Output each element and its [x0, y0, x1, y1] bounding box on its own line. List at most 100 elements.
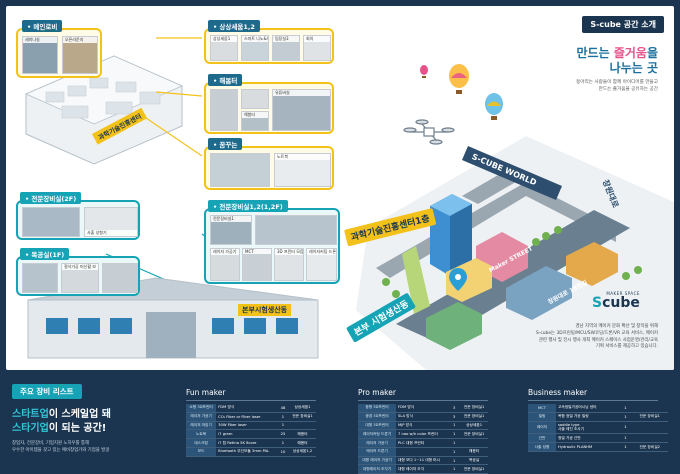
- equipment-spec-cell: PLC 대형 프린터: [396, 438, 449, 448]
- photo-caption: 3D 프린터 모음: [275, 249, 304, 255]
- zone-label-haebomteo: • 해봄터: [208, 74, 243, 86]
- photo-caption: 오픈라운지: [63, 37, 97, 43]
- equipment-count-cell: 1: [448, 456, 461, 466]
- equipment-spec-cell: 정밀 가공 선반: [555, 433, 620, 444]
- equipment-location-cell: 전문 장비실1: [460, 429, 488, 440]
- subtitle: 동아리는 사람들이 함께 아이디어를 만들고 만드는 즐거움을 공유하는 공간: [576, 80, 658, 94]
- equipment-location-cell: 전문 장비실1: [460, 412, 488, 422]
- tree: [622, 272, 630, 280]
- zone-photo: 3D 프린터 모음: [274, 248, 304, 281]
- zone-label-pro-equipment-12: • 전문장비실1,2(1,2F): [208, 200, 288, 212]
- floor-room: [105, 101, 133, 115]
- factory-window: [244, 318, 266, 334]
- hot-air-balloon-icon: [449, 64, 469, 94]
- zone-pro-equipment-12[interactable]: 전문장비실1 레이저 가공기 MCT 3D 프린터 모음 레이저커팅 드론기: [204, 208, 340, 284]
- slogan-subtitle: 창업자, 전문장비, 기업지원 노하우를 통해 우수한 아이템을 갖고 있는 예…: [12, 440, 109, 454]
- zone-photo: [210, 89, 238, 131]
- equipment-spec-cell: 7 nao w/h color 프린터: [396, 429, 449, 440]
- photo-caption: 팀장실3: [273, 36, 299, 42]
- location-pin-dot: [455, 274, 461, 280]
- factory-window: [78, 318, 100, 334]
- zone-photo: [22, 263, 58, 293]
- equipment-count-cell: 1: [448, 421, 461, 431]
- equipment-count-cell: 1: [276, 412, 289, 422]
- equipment-location-cell: 전문 장비실1: [288, 412, 316, 422]
- zone-woodshop[interactable]: 절삭가공 머신활 보: [16, 256, 140, 296]
- headline: 만드는 즐거움을 나누는 곳: [577, 46, 658, 76]
- factory-window: [276, 318, 298, 334]
- factory-entrance: [146, 312, 196, 358]
- equipment-location-cell: 전문 장비실1: [631, 412, 668, 422]
- photo-caption: 레이저 가공기: [211, 249, 239, 255]
- photo-caption: 사출 성형기: [85, 230, 137, 236]
- zone-photo: 오픈라운지: [62, 36, 98, 74]
- equipment-spec-cell: Bluetooth 무선모듈 3mm PAL: [216, 447, 277, 457]
- equipment-location-cell: 전문 장비실1: [460, 464, 488, 474]
- zone-photo: 스마트 나노&이: [241, 35, 269, 61]
- equipment-count-cell: 1: [448, 429, 461, 440]
- headline-text: 을: [646, 46, 658, 60]
- description: 경남 지역의 메이커 문화 확산 및 창작을 위해 S-cube는 3D프린팅/…: [458, 324, 658, 351]
- photo-caption: 세미나실: [23, 37, 57, 43]
- equipment-location-cell: 전문 장비실2: [631, 442, 668, 452]
- connector-line: [145, 117, 203, 157]
- equipment-name-cell: 보드: [186, 447, 217, 457]
- zone-pro-equipment-2f[interactable]: 사출 성형기: [16, 200, 140, 240]
- slogan-text: 이 되는 공간!: [48, 422, 107, 434]
- equipment-spec-cell: Hydraulic PLANHM: [555, 442, 620, 452]
- zone-imagination[interactable]: 상상세움1 스마트 나노&이 팀장실3 회의: [204, 28, 334, 64]
- business-maker-title: Business maker: [528, 388, 658, 401]
- equipment-name-cell: 데스크탑: [186, 438, 217, 448]
- logo-word: cube: [602, 295, 640, 311]
- description-line: 경남 지역의 메이커 문화 확산 및 창작을 위해: [575, 324, 658, 329]
- factory-window: [110, 318, 132, 334]
- zone-photo: [241, 89, 269, 109]
- zone-main-lobby[interactable]: 세미나실 오픈라운지: [16, 28, 102, 78]
- headline-highlight: 즐거움: [613, 46, 647, 60]
- equipment-spec-cell: SLA 방식: [396, 412, 449, 422]
- zone-photo: 유튜버실: [272, 89, 331, 131]
- equipment-spec-cell: 고속정밀가공머시닝 센터: [555, 404, 620, 413]
- zone-label-woodshop: • 목공실(1F): [20, 248, 70, 260]
- zone-photo: 팀장실3: [272, 35, 300, 61]
- photo-caption: 유튜버실: [273, 90, 330, 96]
- photo-caption: MCT: [243, 249, 271, 254]
- zone-dreaming[interactable]: 노트북: [204, 146, 334, 190]
- tree: [634, 266, 642, 274]
- logo-letter: S: [592, 295, 603, 311]
- equipment-list-title: 주요 장비 리스트: [12, 384, 82, 399]
- equipment-name-cell: 노트북: [186, 429, 217, 440]
- zone-photo: [255, 215, 337, 245]
- zone-photo: 레이저커팅 드론기: [306, 248, 337, 281]
- tree: [532, 238, 540, 246]
- space-introduction-panel: 세미나실 오픈라운지 • 메인로비 상상세움1 스마트 나노&이 팀장실3 회의…: [6, 6, 674, 370]
- tree: [554, 226, 562, 234]
- park: [402, 246, 430, 314]
- equipment-name-cell: 소형 3D프린터: [186, 404, 217, 413]
- equipment-name-cell: MCT: [528, 404, 556, 413]
- zone-photo: MCT: [242, 248, 272, 281]
- equipment-location-cell: 상상세움1: [288, 404, 316, 413]
- equipment-spec-cell: 30W Fiber laser: [216, 421, 277, 431]
- equipment-location-cell: [460, 438, 488, 448]
- equipment-name-cell: 밀링: [528, 412, 556, 422]
- equipment-spec-cell: 대형 보다 1~11 대형 머시: [396, 456, 449, 466]
- equipment-count-cell: 1: [448, 464, 461, 474]
- equipment-location-cell: 전문 장비실1: [460, 404, 488, 413]
- subtitle-line: 만드는 즐거움을 공유하는 공간: [598, 86, 658, 92]
- zone-haebomteo[interactable]: 해봄터 유튜버실: [204, 82, 334, 134]
- factory-roof-sign: 본부시험생산동: [238, 304, 292, 316]
- hot-air-balloon-icon: [485, 93, 503, 120]
- world-ribbon: [462, 146, 562, 200]
- equipment-name-cell: 레이저커팅 드론기: [358, 429, 396, 440]
- equipment-count-cell: 1: [619, 412, 632, 422]
- equipment-spec-cell: FDM 방식: [396, 404, 449, 413]
